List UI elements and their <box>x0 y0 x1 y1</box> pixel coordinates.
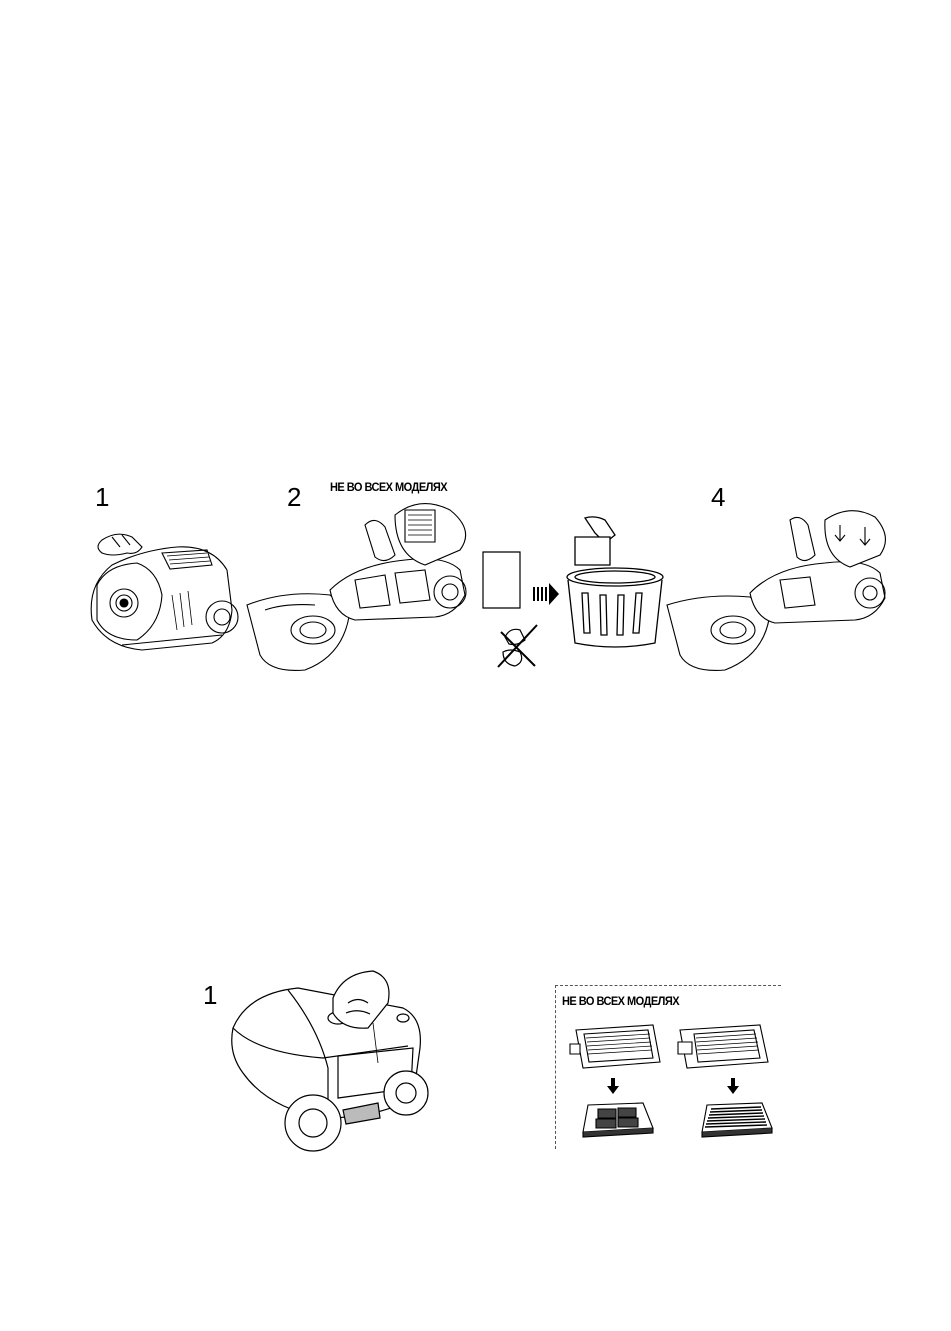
do-not-reuse-icon <box>495 622 540 670</box>
cartridge-filter-b-icon <box>697 1100 777 1140</box>
arrow-down-icon <box>607 1078 619 1094</box>
vacuum-new-bag-insert-illustration <box>665 505 890 675</box>
vacuum-open-lid-illustration <box>82 525 242 665</box>
step-number-1-bottom: 1 <box>203 982 217 1008</box>
dust-bag-icon <box>480 550 525 610</box>
not-all-models-note-top: НЕ ВО ВСЕХ МОДЕЛЯХ <box>330 480 447 494</box>
cartridge-filter-a-icon <box>578 1100 658 1140</box>
filter-grille-a-icon <box>568 1020 663 1072</box>
vacuum-rear-filter-illustration <box>228 968 438 1168</box>
not-all-models-note-bottom: НЕ ВО ВСЕХ МОДЕЛЯХ <box>562 994 679 1008</box>
arrow-right-icon <box>533 583 559 605</box>
filter-grille-b-icon <box>672 1020 772 1072</box>
trash-bin-icon <box>560 515 670 650</box>
vacuum-filter-removal-illustration <box>245 495 475 675</box>
arrow-down-icon <box>727 1078 739 1094</box>
step-number-1: 1 <box>95 484 109 510</box>
